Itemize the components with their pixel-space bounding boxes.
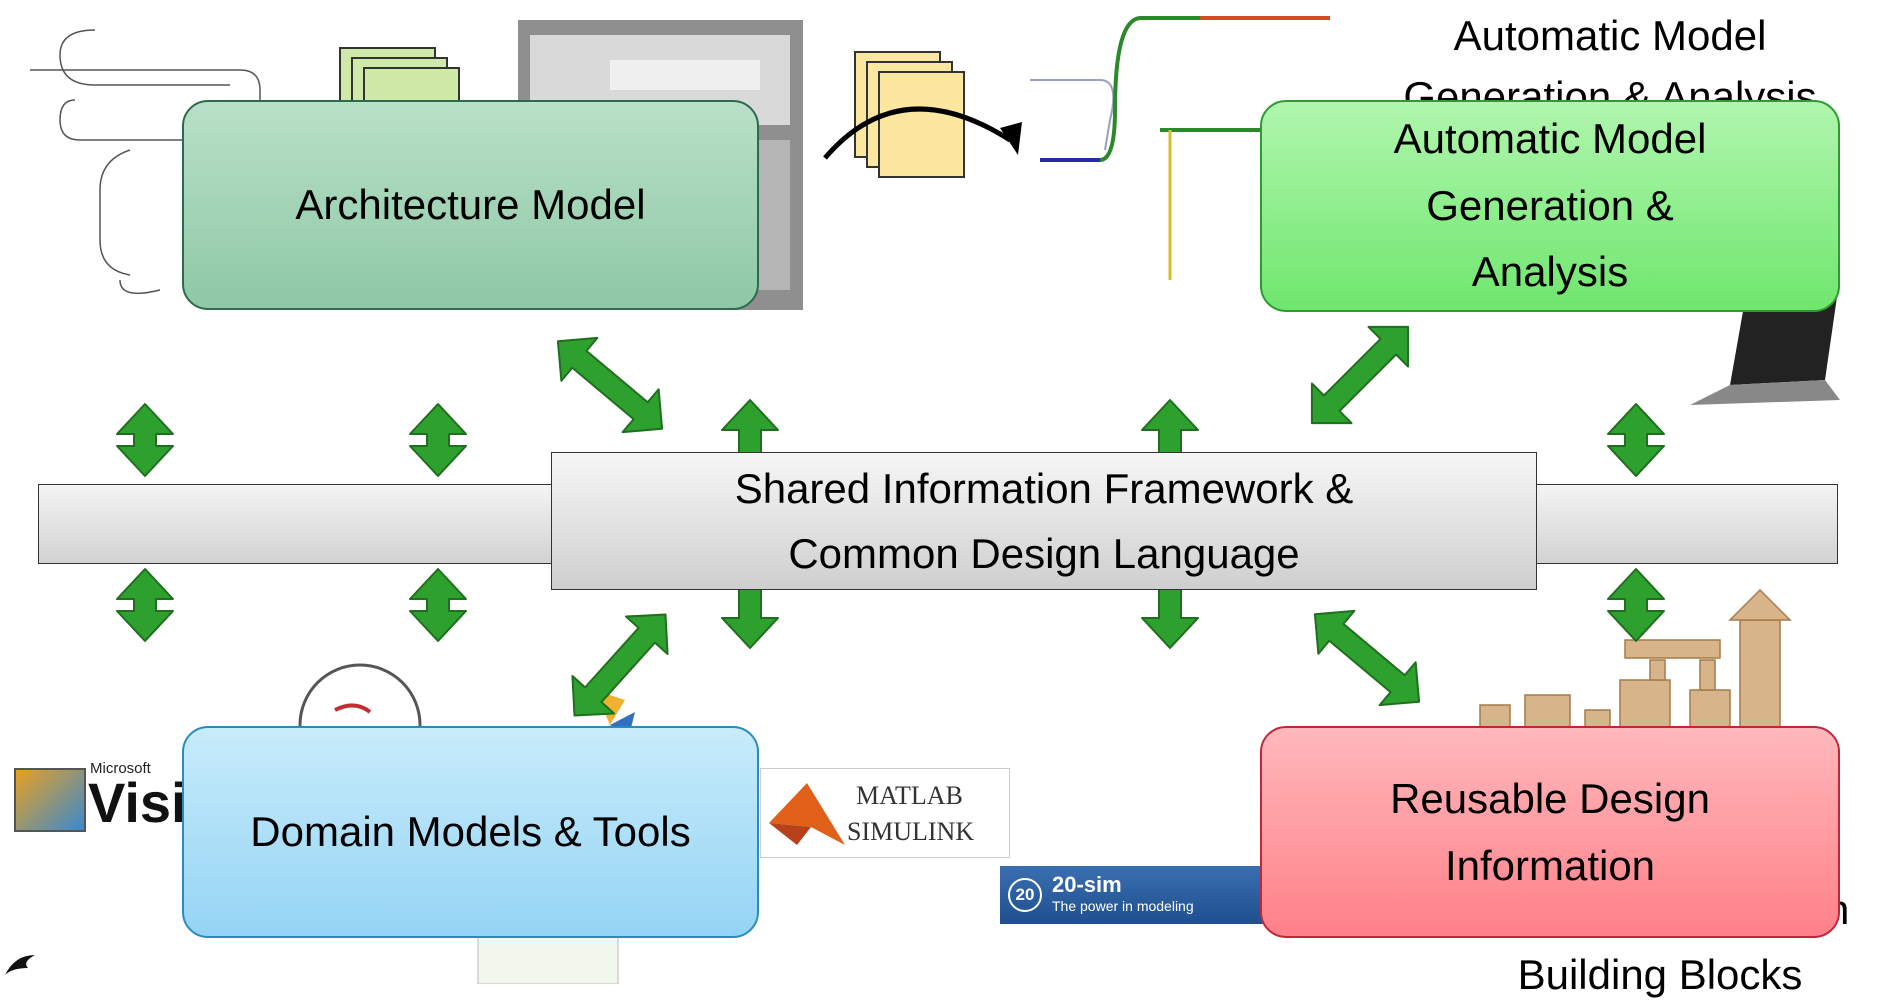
simulink-text: SIMULINK [847, 817, 975, 846]
center-box-line1: Shared Information Framework & [734, 464, 1354, 512]
matlab-membrane-icon [769, 783, 845, 845]
matlab-simulink-logo: MATLAB SIMULINK [760, 768, 1010, 858]
trace-chart-image [1030, 16, 1330, 280]
arrow-bottom-3 [1607, 568, 1665, 642]
rotation-arrow [823, 106, 1012, 160]
arrow-diagonal-reusable [1295, 591, 1439, 725]
center-box-line2: Common Design Language [788, 530, 1300, 577]
arrow-center-up-1 [721, 399, 779, 461]
shared-information-framework-box: Shared Information Framework & Common De… [551, 452, 1537, 590]
arrow-center-down-1 [721, 587, 779, 649]
laptop-image [1690, 290, 1840, 405]
arrow-bottom-1 [116, 568, 174, 642]
generation-label-line2: Generation & [1426, 181, 1674, 229]
arrow-center-up-2 [1141, 399, 1199, 461]
arrow-top-2 [409, 403, 467, 477]
arrow-top-1 [116, 403, 174, 477]
sketch-drawing [30, 29, 261, 295]
arrow-top-3 [1607, 403, 1665, 477]
background-text-line1: Automatic Model [1453, 12, 1767, 59]
architecture-model-label: Architecture Model [295, 181, 646, 229]
arrow-center-down-2 [1141, 587, 1199, 649]
generation-label-line1: Automatic Model [1393, 115, 1707, 163]
domain-models-box: Domain Models & Tools [182, 726, 759, 938]
visio-logo-small: Microsoft [90, 760, 151, 777]
twentysim-badge: 20 [1008, 878, 1042, 912]
arrow-diagonal-generation [1291, 306, 1429, 444]
matlab-text: MATLAB [856, 781, 963, 810]
arrow-diagonal-architecture [538, 318, 682, 452]
arrow-diagonal-domain [552, 594, 688, 736]
reusable-design-box: Reusable Design Information [1260, 726, 1840, 938]
model-generation-box: Automatic Model Generation & Analysis [1260, 100, 1840, 312]
twentysim-tagline: The power in modeling [1052, 898, 1194, 914]
visio-logo: Microsoft Visi [10, 760, 190, 834]
reusable-label-line2: Information [1444, 842, 1656, 889]
twentysim-title: 20-sim [1052, 872, 1122, 897]
domain-models-label: Domain Models & Tools [250, 808, 691, 856]
twentysim-logo: 20 20-sim The power in modeling [1000, 866, 1270, 924]
visio-logo-text: Visi [88, 771, 187, 834]
generation-label-line3: Analysis [1471, 248, 1629, 296]
visio-logo-icon [14, 768, 86, 832]
building-blocks-image [1479, 588, 1792, 736]
arrow-bottom-2 [409, 568, 467, 642]
reusable-label-line1: Reusable Design [1390, 774, 1710, 822]
architecture-model-box: Architecture Model [182, 100, 759, 310]
bird-logo [5, 955, 35, 975]
